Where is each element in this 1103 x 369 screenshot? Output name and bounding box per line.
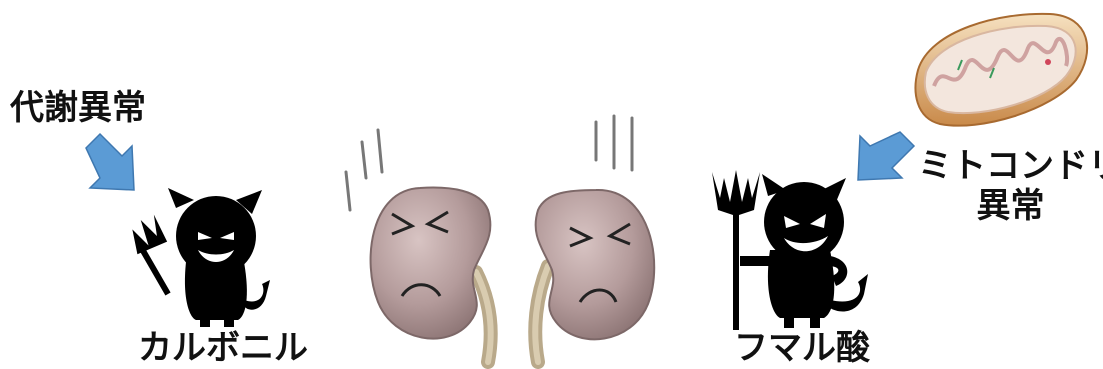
devil-with-trident-icon bbox=[712, 170, 868, 330]
devil-icon bbox=[123, 188, 270, 327]
label-mitochondria-abnormality: ミトコンドリア 異常 bbox=[918, 146, 1103, 226]
kidney-icon bbox=[371, 188, 491, 362]
label-carbonyl: カルボニル bbox=[138, 328, 308, 368]
motion-lines-left bbox=[346, 130, 382, 210]
down-right-arrow-icon bbox=[86, 134, 134, 190]
label-mitochondria-line2: 異常 bbox=[918, 186, 1103, 226]
down-left-arrow-icon bbox=[858, 132, 914, 180]
kidney-icon bbox=[535, 190, 654, 362]
label-fumaric-acid: フマル酸 bbox=[734, 328, 870, 368]
motion-lines-right bbox=[596, 116, 632, 170]
mitochondria-icon bbox=[916, 14, 1088, 126]
label-metabolic-abnormality: 代謝異常 bbox=[10, 88, 146, 128]
label-mitochondria-line1: ミトコンドリア bbox=[918, 146, 1103, 186]
